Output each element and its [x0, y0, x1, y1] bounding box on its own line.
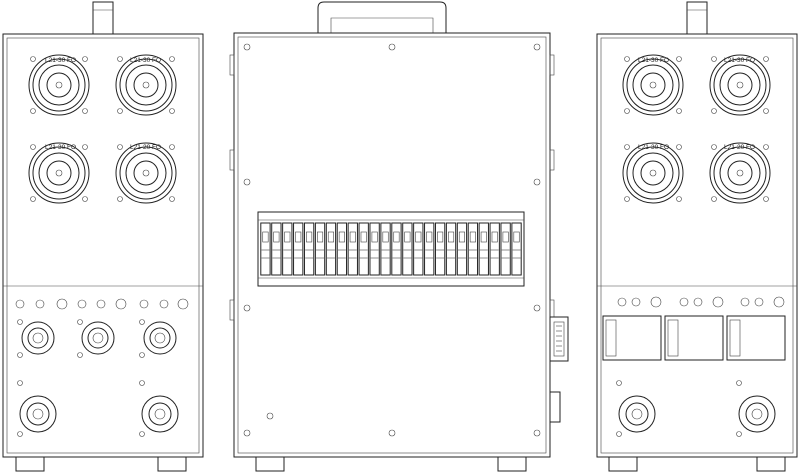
receptacle-2: L21-30 FO	[115, 54, 177, 116]
bottom-connectors	[17, 380, 179, 437]
receptacle-2: L21-30 FO	[709, 54, 771, 116]
breaker-module	[271, 222, 282, 276]
breaker-module	[456, 222, 468, 276]
receptacle-label: L21-30 FO	[45, 57, 76, 64]
receptacle-4: L21-20 FO	[115, 142, 177, 204]
indicator-row	[617, 296, 785, 308]
breaker-module	[424, 222, 435, 276]
receptacle-label: L21-30 FO	[724, 57, 755, 64]
breaker-module	[260, 222, 271, 276]
right-foot	[157, 456, 187, 472]
center-front-panel	[229, 1, 569, 472]
breaker-module	[489, 222, 500, 276]
breaker-module	[282, 222, 293, 276]
breaker-module	[314, 222, 326, 276]
right-handle-post	[686, 1, 708, 35]
receptacle-1: L21-30 FO	[28, 54, 90, 116]
breaker-module	[380, 222, 391, 276]
left-side-panel: L21-30 FO L21-30 FO L21-30 FO L21-20 FO	[2, 1, 204, 472]
breaker-module	[391, 222, 402, 276]
breaker-module	[325, 222, 337, 276]
side-connector	[549, 316, 569, 423]
right-side-panel: L21-30 FO L21-30 FO L21-30 FO L21-20 FO	[596, 1, 798, 472]
receptacle-3: L21-30 FO	[28, 142, 90, 204]
left-handle-post	[92, 1, 114, 35]
breaker-module	[336, 222, 348, 276]
indicator-row	[15, 298, 189, 310]
multipin-connectors	[602, 315, 786, 361]
receptacle-3: L21-30 FO	[622, 142, 684, 204]
breakers	[260, 222, 522, 276]
breaker-module	[434, 222, 446, 276]
powercon-connectors	[17, 319, 177, 358]
receptacle-4: L21-20 FO	[709, 142, 771, 204]
breaker-panel	[257, 211, 525, 287]
receptacle-label: L21-30 FO	[130, 57, 161, 64]
breaker-module	[500, 222, 511, 276]
breaker-module	[293, 222, 304, 276]
left-foot	[15, 456, 45, 472]
receptacle-label: L21-30 FO	[638, 57, 669, 64]
breaker-module	[358, 222, 369, 276]
breaker-module	[402, 222, 413, 276]
breaker-module	[369, 222, 380, 276]
breaker-module	[467, 222, 479, 276]
bottom-connectors	[616, 380, 776, 437]
breaker-module	[478, 222, 489, 276]
breaker-module	[445, 222, 457, 276]
breaker-module	[303, 222, 315, 276]
breaker-module	[511, 222, 522, 276]
carry-handle	[317, 1, 447, 33]
breaker-module	[347, 222, 358, 276]
breaker-module	[413, 222, 424, 276]
receptacle-1: L21-30 FO	[622, 54, 684, 116]
